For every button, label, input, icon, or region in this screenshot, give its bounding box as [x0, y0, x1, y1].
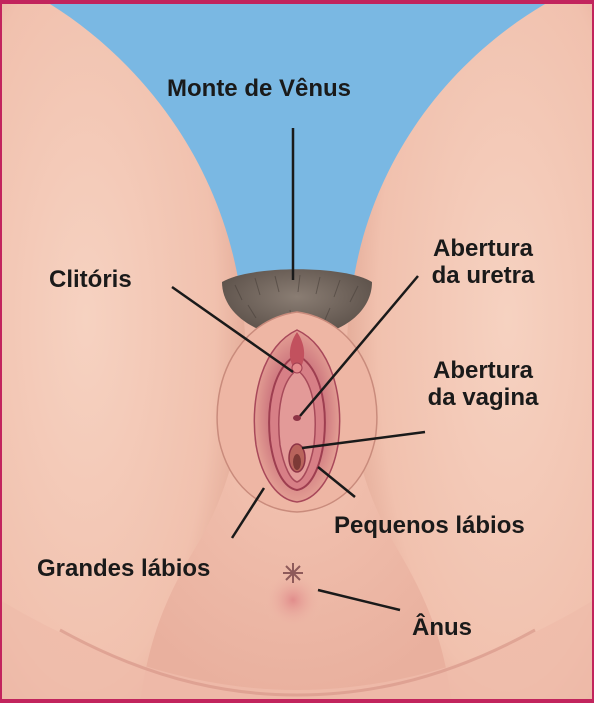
- anatomy-diagram: Monte de Vênus Clitóris Abertura da uret…: [0, 0, 594, 703]
- frame-border: [0, 0, 594, 703]
